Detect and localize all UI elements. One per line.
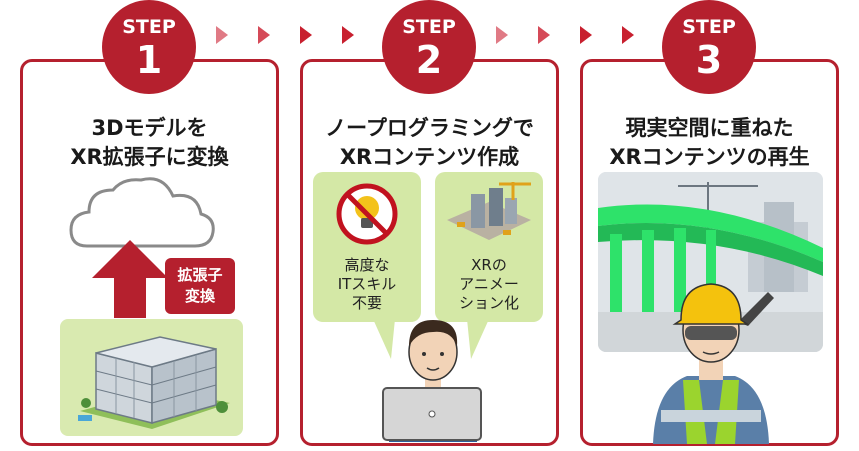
- step-1-title-line2: XR拡張子に変換: [70, 145, 229, 169]
- step-2-number: 2: [415, 38, 443, 82]
- step-2-title: ノープログラミングで XRコンテンツ作成: [303, 114, 556, 172]
- bubble-left-line1: 高度な: [344, 256, 390, 274]
- step-1-title: 3Dモデルを XR拡張子に変換: [23, 114, 276, 172]
- bubble-left-line2: ITスキル: [337, 275, 397, 293]
- chevron-right-icon: [300, 26, 312, 44]
- chevron-right-icon: [622, 26, 634, 44]
- bubble-right-tail: [467, 319, 489, 359]
- bubble-right-line2: アニメー: [459, 275, 519, 293]
- step-3-title: 現実空間に重ねた XRコンテンツの再生: [583, 114, 836, 172]
- chevron-right-icon: [342, 26, 354, 44]
- step-3-card: 現実空間に重ねた XRコンテンツの再生: [580, 59, 839, 446]
- tag-line1: 拡張子: [177, 266, 223, 284]
- no-lightbulb-icon: [336, 183, 398, 245]
- step-2-card: ノープログラミングで XRコンテンツ作成 高度な ITスキル 不要: [300, 59, 559, 446]
- step-2-title-line1: ノープログラミングで: [325, 116, 534, 140]
- step-2-label: STEP: [402, 16, 456, 38]
- cloud-icon: [69, 177, 215, 248]
- xr-animation-bubble: XRの アニメー ション化: [435, 172, 543, 322]
- step-2-badge: STEP 2: [382, 0, 476, 94]
- no-it-skill-bubble: 高度な ITスキル 不要: [313, 172, 421, 322]
- step-3-title-line1: 現実空間に重ねた: [625, 116, 794, 140]
- xr-overlay-site-image: [598, 172, 823, 352]
- bubble-left-line3: 不要: [351, 294, 382, 312]
- step-3-badge: STEP 3: [662, 0, 756, 94]
- building-3d-model-image: [60, 319, 243, 436]
- step-1-card: 3Dモデルを XR拡張子に変換 拡張子 変換: [20, 59, 279, 446]
- upload-arrow-icon: [92, 240, 168, 318]
- chevron-right-icon: [538, 26, 550, 44]
- step-3-title-line2: XRコンテンツの再生: [609, 145, 810, 169]
- extension-convert-tag: 拡張子 変換: [165, 258, 235, 314]
- step-2-title-line2: XRコンテンツ作成: [339, 145, 520, 169]
- tag-line2: 変換: [184, 287, 215, 305]
- step-1-title-line1: 3Dモデルを: [91, 116, 208, 140]
- chevron-right-icon: [258, 26, 270, 44]
- step-1-badge: STEP 1: [102, 0, 196, 94]
- bubble-right-line3: ション化: [458, 294, 519, 312]
- step-1-label: STEP: [122, 16, 176, 38]
- laptop-icon: [382, 387, 482, 441]
- chevron-right-icon: [496, 26, 508, 44]
- bubble-right-line1: XRの: [471, 256, 507, 274]
- chevron-right-icon: [216, 26, 228, 44]
- step-3-number: 3: [695, 38, 723, 82]
- worker-with-xr-goggles-illustration: [653, 283, 769, 444]
- step-1-number: 1: [135, 38, 163, 82]
- chevron-right-icon: [580, 26, 592, 44]
- construction-site-image: [447, 182, 531, 240]
- bubble-left-tail: [373, 319, 395, 359]
- step-3-label: STEP: [682, 16, 736, 38]
